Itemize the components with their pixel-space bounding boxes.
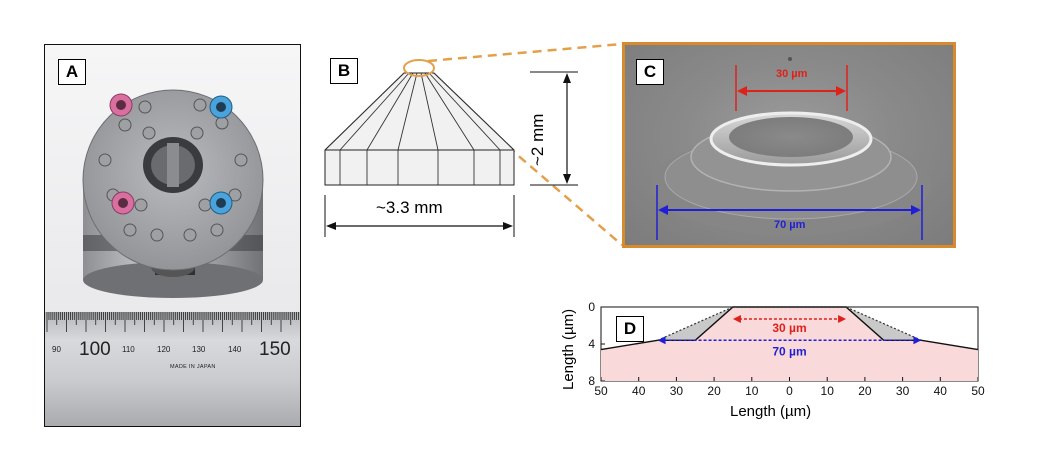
y-axis-label: Length (µm) bbox=[560, 308, 577, 390]
ruler-number: 130 bbox=[192, 345, 206, 354]
x-tick-label: 50 bbox=[971, 384, 985, 398]
ruler-number: 120 bbox=[157, 345, 171, 354]
x-tick-label: 30 bbox=[896, 384, 910, 398]
y-tick-label: 4 bbox=[588, 337, 595, 351]
sem-top-dimension-label: 30 µm bbox=[776, 68, 808, 80]
x-tick-label: 10 bbox=[745, 384, 759, 398]
annotation-label: 30 µm bbox=[772, 321, 806, 335]
panel-label-c: C bbox=[636, 59, 664, 85]
panel-label-d: D bbox=[616, 316, 644, 342]
ruler-ticks bbox=[46, 312, 299, 332]
annotation-label: 70 µm bbox=[772, 344, 806, 358]
width-dimension-label: ~3.3 mm bbox=[376, 198, 443, 217]
x-tick-label: 20 bbox=[858, 384, 872, 398]
annotation-arrow bbox=[732, 315, 741, 324]
sem-bottom-dimension-label: 70 µm bbox=[774, 219, 806, 231]
y-tick-label: 8 bbox=[588, 374, 595, 388]
x-tick-label: 0 bbox=[786, 384, 793, 398]
sem-culet-view bbox=[651, 57, 931, 240]
ruler-number: 140 bbox=[228, 345, 242, 354]
ruler-number: 100 bbox=[79, 339, 111, 360]
panel-a-photo: 90 100 110 120 130 140 150 MADE IN JAPAN… bbox=[44, 44, 301, 427]
ruler-number: 110 bbox=[122, 345, 135, 354]
diamond-anvil-cell-photo bbox=[82, 89, 264, 298]
ruler-number: 150 bbox=[259, 339, 291, 360]
ideal-profile-line bbox=[657, 306, 922, 341]
x-tick-label: 30 bbox=[670, 384, 684, 398]
annotation-arrow bbox=[838, 315, 847, 324]
ruler-number: 90 bbox=[52, 345, 61, 354]
x-tick-label: 20 bbox=[707, 384, 721, 398]
x-tick-label: 10 bbox=[821, 384, 835, 398]
panel-label-a: A bbox=[58, 59, 86, 85]
x-tick-label: 40 bbox=[934, 384, 948, 398]
panel-c-sem-image: 30 µm 70 µm C bbox=[622, 42, 956, 248]
x-axis-label: Length (µm) bbox=[730, 403, 812, 420]
profile-area bbox=[601, 307, 978, 381]
x-tick-label: 50 bbox=[594, 384, 608, 398]
ruler: 90 100 110 120 130 140 150 MADE IN JAPAN bbox=[45, 312, 300, 426]
x-tick-label: 40 bbox=[632, 384, 646, 398]
annotation-arrow bbox=[913, 336, 922, 345]
annotation-arrow bbox=[657, 336, 666, 345]
y-tick-label: 0 bbox=[588, 300, 595, 314]
ruler-maker-text: MADE IN JAPAN bbox=[170, 364, 216, 370]
